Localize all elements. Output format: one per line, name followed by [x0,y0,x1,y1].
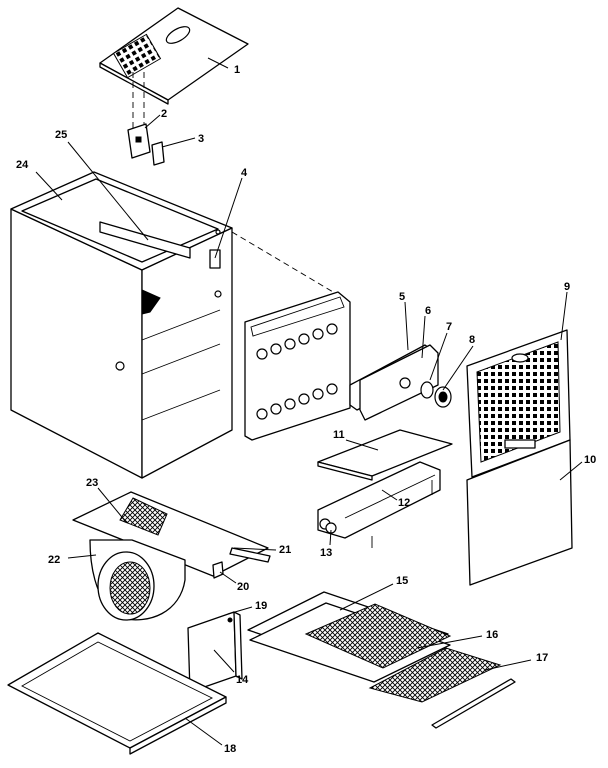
callout-17: 17 [536,652,548,664]
callout-24: 24 [16,159,29,171]
callout-19: 19 [255,600,267,612]
leader-lines [35,57,583,746]
upper-door [466,329,571,478]
callout-14: 14 [236,674,249,686]
cabinet [10,171,233,479]
bottom-panel [7,632,227,755]
callout-15: 15 [396,575,408,587]
blower-bracket [317,429,453,548]
filter-rack [247,591,516,729]
lower-door [466,439,573,586]
callout-9: 9 [564,281,570,293]
callout-23: 23 [86,477,98,489]
callout-7: 7 [446,321,452,333]
manifold-panel [231,231,351,441]
callout-21: 21 [279,544,291,556]
top-panel [99,7,249,105]
control-box [187,611,243,693]
callout-4: 4 [241,167,248,179]
callout-8: 8 [469,334,475,346]
callout-10: 10 [584,454,596,466]
callout-1: 1 [234,64,240,76]
callout-2: 2 [161,108,167,120]
callout-12: 12 [398,497,410,509]
callout-6: 6 [425,305,431,317]
callout-5: 5 [399,291,405,303]
callout-3: 3 [198,133,204,145]
burner-assembly [349,344,452,421]
callout-labels: 1 2 3 4 5 6 7 8 9 10 11 12 13 14 15 16 1… [16,64,596,755]
callout-20: 20 [237,581,249,593]
blower-assembly [72,491,271,621]
callout-16: 16 [486,629,498,641]
callout-11: 11 [333,429,345,441]
callout-13: 13 [320,547,332,559]
limit-switch [127,72,165,166]
callout-18: 18 [224,743,236,755]
callout-22: 22 [48,554,60,566]
callout-25: 25 [55,129,67,141]
